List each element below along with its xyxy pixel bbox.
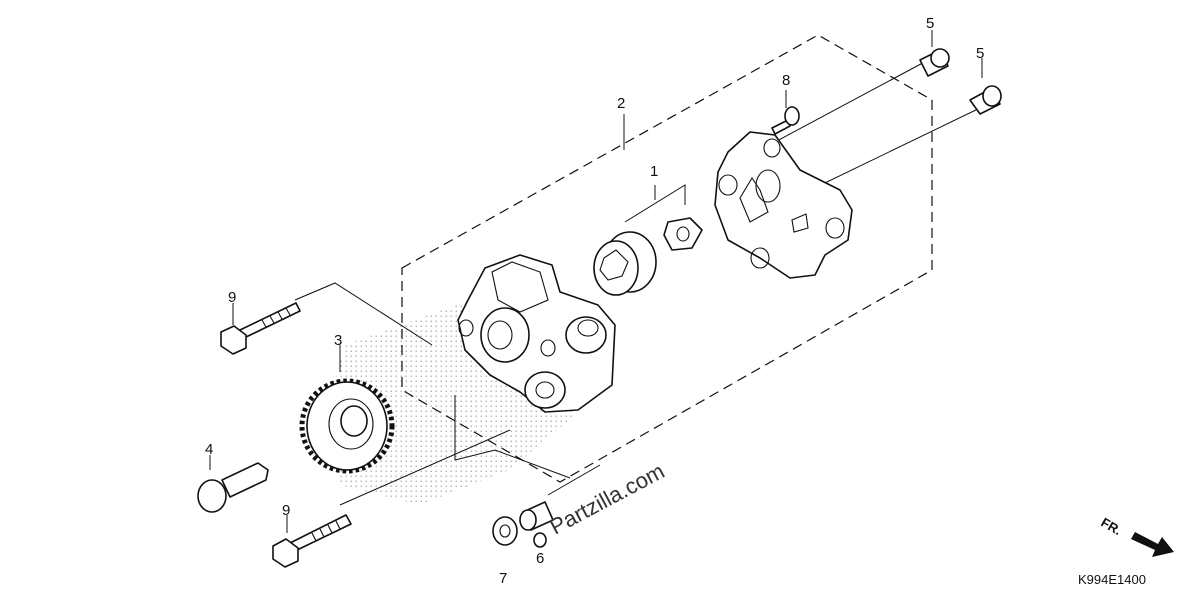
outer-rotor (593, 231, 657, 296)
pump-cover (714, 131, 853, 279)
front-arrow-icon (1131, 532, 1174, 557)
inner-rotor (663, 217, 703, 251)
dowel-collar-right (969, 85, 1002, 115)
direction-label: FR. (1099, 515, 1125, 538)
front-direction-indicator: FR. (1099, 515, 1174, 557)
bolt-lower (272, 514, 352, 568)
collar-dowel (519, 501, 554, 531)
cover-screw (771, 106, 800, 135)
callout-label: 2 (617, 95, 625, 112)
callout-label: 9 (282, 502, 290, 519)
watermark: Partzilla.com (546, 458, 669, 539)
callout-label: 8 (782, 72, 790, 89)
callout-label: 7 (499, 570, 507, 587)
callout-label: 1 (650, 163, 658, 180)
callout-label: 3 (334, 332, 342, 349)
dowel-pin (197, 462, 269, 513)
callout-label: 5 (976, 45, 984, 62)
callout-label: 6 (536, 550, 544, 567)
oil-seal (492, 516, 518, 546)
callout-label: 9 (228, 289, 236, 306)
pump-drive-gear (299, 378, 395, 474)
bolt-upper (220, 302, 301, 355)
oil-pump-body (457, 254, 616, 413)
alignment-lines (209, 30, 983, 533)
dowel-collar-upper (919, 48, 950, 77)
diagram-code: K994E1400 (1078, 572, 1146, 587)
callout-numbers: 1 2 3 4 5 5 6 7 8 9 9 (205, 15, 984, 587)
o-ring (533, 532, 547, 548)
callout-label: 5 (926, 15, 934, 32)
callout-label: 4 (205, 441, 213, 458)
